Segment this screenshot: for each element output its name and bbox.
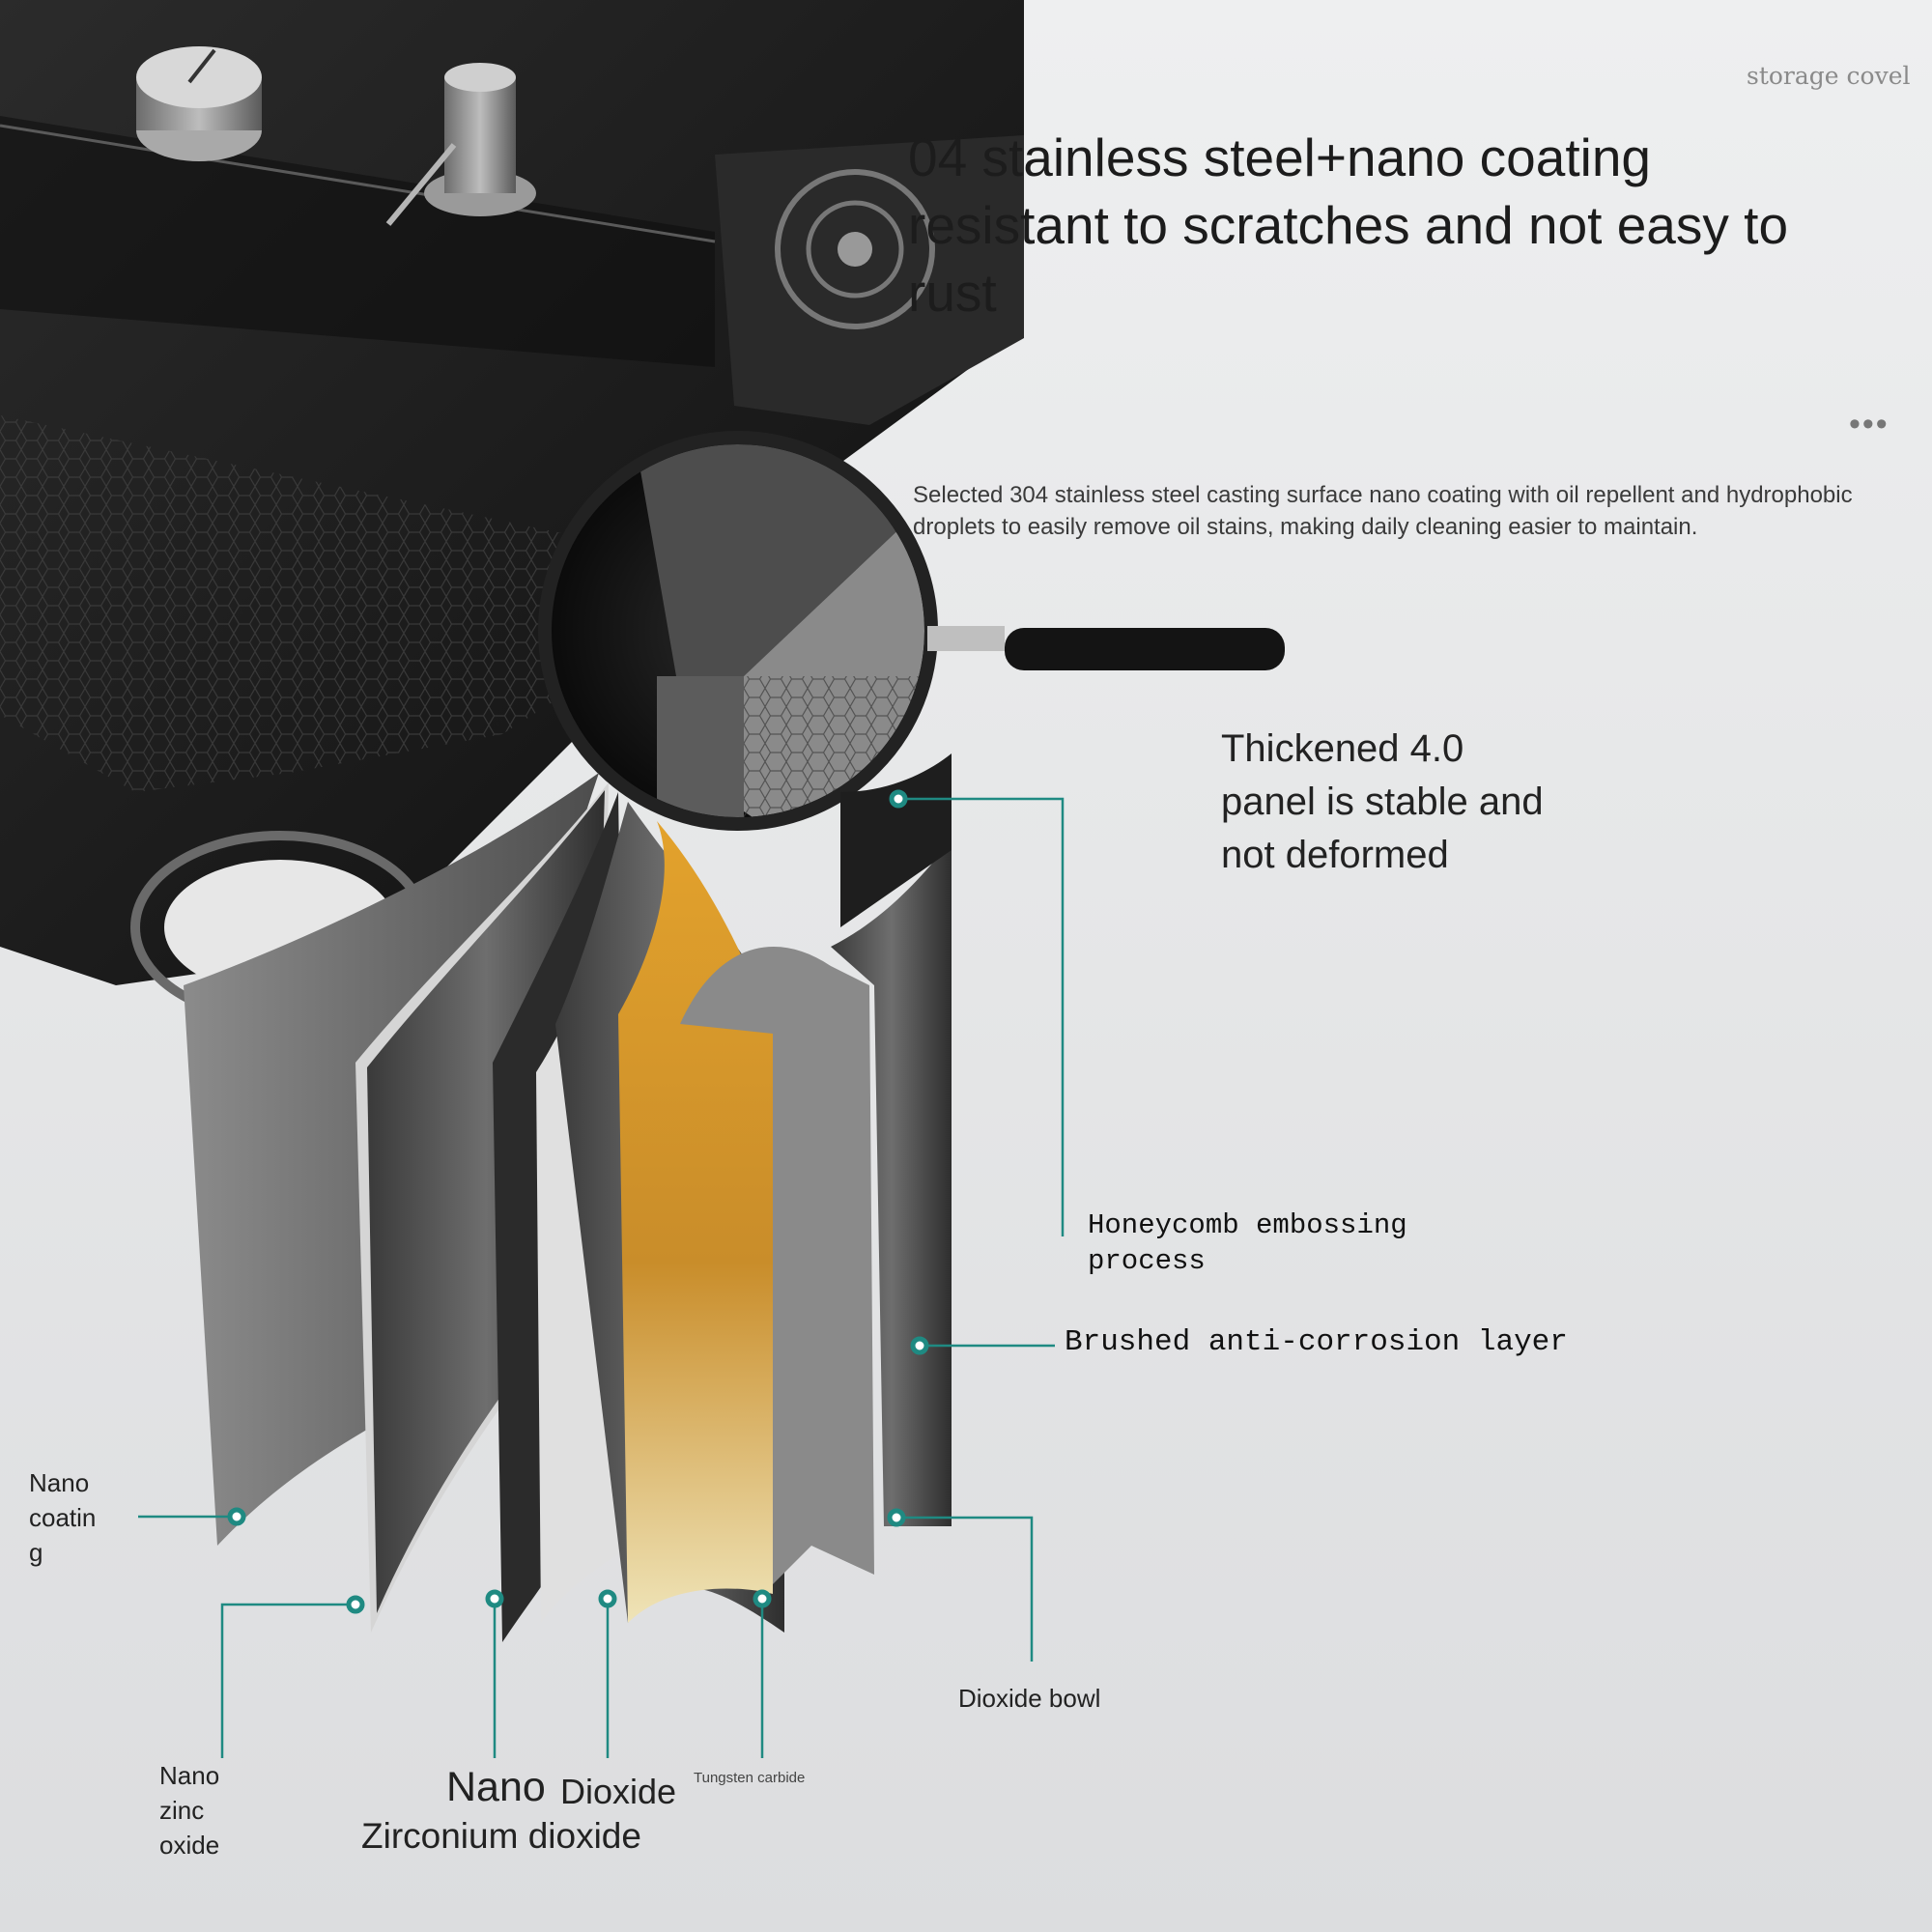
callout-nano-zinc-oxide: Nano zinc oxide [159, 1761, 220, 1860]
thickened-panel-text: Thickened 4.0 panel is stable and not de… [1221, 727, 1544, 876]
callout-nano-coating: Nano coatin g [29, 1468, 97, 1567]
marker-tungsten [753, 1589, 772, 1608]
callout-tungsten: Tungsten carbide [694, 1770, 806, 1786]
callout-zirconium: Zirconium dioxide [361, 1816, 641, 1856]
marker-dioxide-bowl [887, 1508, 906, 1527]
callout-dioxide: Dioxide [560, 1772, 677, 1811]
soap-dispenser-icon [385, 63, 536, 226]
marker-honeycomb [889, 789, 908, 809]
corner-drain-icon [715, 135, 1024, 425]
magnifier-icon [538, 431, 1285, 831]
callout-honeycomb: Honeycomb embossing process [1088, 1209, 1407, 1277]
callout-markers [227, 789, 929, 1614]
marker-zirconium [598, 1589, 617, 1608]
more-dots: ••• [1849, 406, 1889, 442]
callout-lines [138, 797, 1065, 1758]
headline: 04 stainless steel+nano coating resistan… [908, 128, 1789, 323]
marker-nano-zinc-oxide [346, 1595, 365, 1614]
callout-dioxide-bowl: Dioxide bowl [958, 1684, 1101, 1713]
description: Selected 304 stainless steel casting sur… [913, 482, 1853, 540]
callout-nano: Nano [446, 1764, 546, 1810]
layer-stack [184, 753, 952, 1642]
marker-brushed [910, 1336, 929, 1355]
marker-nano [485, 1589, 504, 1608]
marker-nano-coating [227, 1507, 246, 1526]
faucet-knob-icon [136, 46, 262, 161]
callout-brushed: Brushed anti-corrosion layer [1065, 1325, 1568, 1359]
storage-cover-label: storage covel [1747, 62, 1911, 90]
